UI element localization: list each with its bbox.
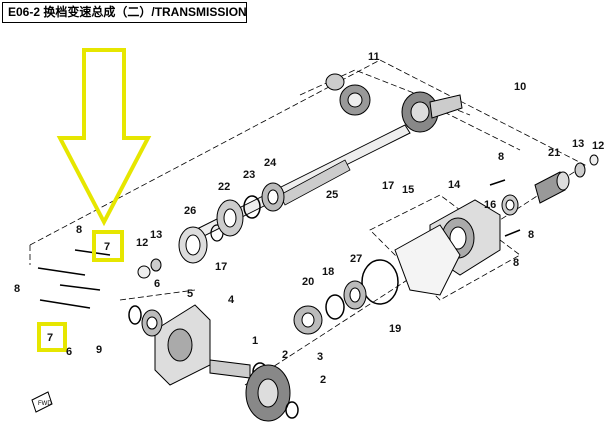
part-label-p21: 21 (548, 147, 560, 159)
part-label-p8b: 8 (14, 283, 20, 295)
fwd-marker: FWD (31, 391, 53, 413)
highlight-arrow (56, 48, 152, 227)
bearing-20 (293, 305, 323, 335)
part-label-p13a: 13 (150, 229, 162, 241)
part-label-p3: 3 (317, 351, 323, 363)
part-label-p27: 27 (350, 253, 362, 265)
part-label-p6a: 6 (154, 278, 160, 290)
part-label-p2b: 2 (320, 374, 326, 386)
assembly-frame-lines (29, 59, 586, 386)
part-label-p8c: 8 (498, 151, 504, 163)
part-label-p5: 5 (187, 288, 193, 300)
part-label-p8a: 8 (76, 224, 82, 236)
part-label-p14: 14 (448, 179, 461, 191)
part-label-p6b: 6 (66, 346, 72, 358)
part-label-p10: 10 (514, 81, 526, 93)
part-label-p9: 9 (96, 344, 102, 356)
large-gear-3 (245, 364, 291, 422)
bearing-16 (501, 194, 519, 216)
part-label-p17b: 17 (382, 180, 394, 192)
ring-2b (285, 401, 299, 419)
part-label-p13b: 13 (572, 138, 584, 150)
bolts-8-right (489, 179, 521, 237)
bearing-24 (261, 182, 285, 212)
o-ring-19 (361, 259, 399, 305)
bolts-8-left (37, 249, 111, 309)
part-labels: 1223456688888910111212131314151617171819… (14, 51, 604, 386)
nut-12a (137, 265, 151, 279)
callout-label-bottom: 7 (47, 332, 53, 344)
part-label-p8d: 8 (528, 229, 534, 241)
bevel-gear-10 (401, 91, 463, 133)
part-label-p20: 20 (302, 276, 314, 288)
part-label-p22: 22 (218, 181, 230, 193)
part-label-p4: 4 (228, 294, 235, 306)
main-shaft (194, 124, 411, 239)
callout-box-top (92, 230, 124, 262)
nut-12b (589, 154, 599, 166)
part-label-p26: 26 (184, 205, 196, 217)
part-label-p16: 16 (484, 199, 496, 211)
part-label-p11: 11 (368, 51, 380, 63)
part-label-p18: 18 (322, 266, 334, 278)
gear-22 (216, 199, 244, 237)
part-label-p15: 15 (402, 184, 414, 196)
diagram-title: E06-2 换档变速总成（二）/TRANSMISSION Ⅱ (2, 2, 247, 23)
part-label-p24: 24 (264, 157, 277, 169)
part-label-p1: 1 (252, 335, 258, 347)
fwd-label: FWD (38, 401, 52, 407)
part-label-p23: 23 (243, 169, 255, 181)
gasket-15 (394, 224, 461, 296)
part-label-p12b: 12 (592, 140, 604, 152)
callout-label-top: 7 (104, 241, 110, 253)
bearing-21 (534, 171, 570, 204)
seal-13a (150, 258, 162, 272)
gear-hub-26 (178, 226, 208, 264)
part-label-p2a: 2 (282, 349, 288, 361)
ring-23 (243, 195, 261, 219)
part-label-p17a: 17 (215, 261, 227, 273)
part-label-p8e: 8 (513, 257, 519, 269)
ring-18 (325, 294, 345, 320)
output-shaft-1 (209, 359, 251, 379)
part-label-p19: 19 (389, 323, 401, 335)
bearing-27 (343, 280, 367, 310)
gear-11 (325, 73, 371, 116)
callout-box-bottom (37, 322, 67, 352)
part-label-p12a: 12 (136, 237, 148, 249)
housing-4 (154, 304, 211, 386)
seal-6a (128, 305, 142, 325)
seal-13b (574, 162, 586, 178)
part-label-p25: 25 (326, 189, 338, 201)
bearing-5 (141, 309, 163, 337)
